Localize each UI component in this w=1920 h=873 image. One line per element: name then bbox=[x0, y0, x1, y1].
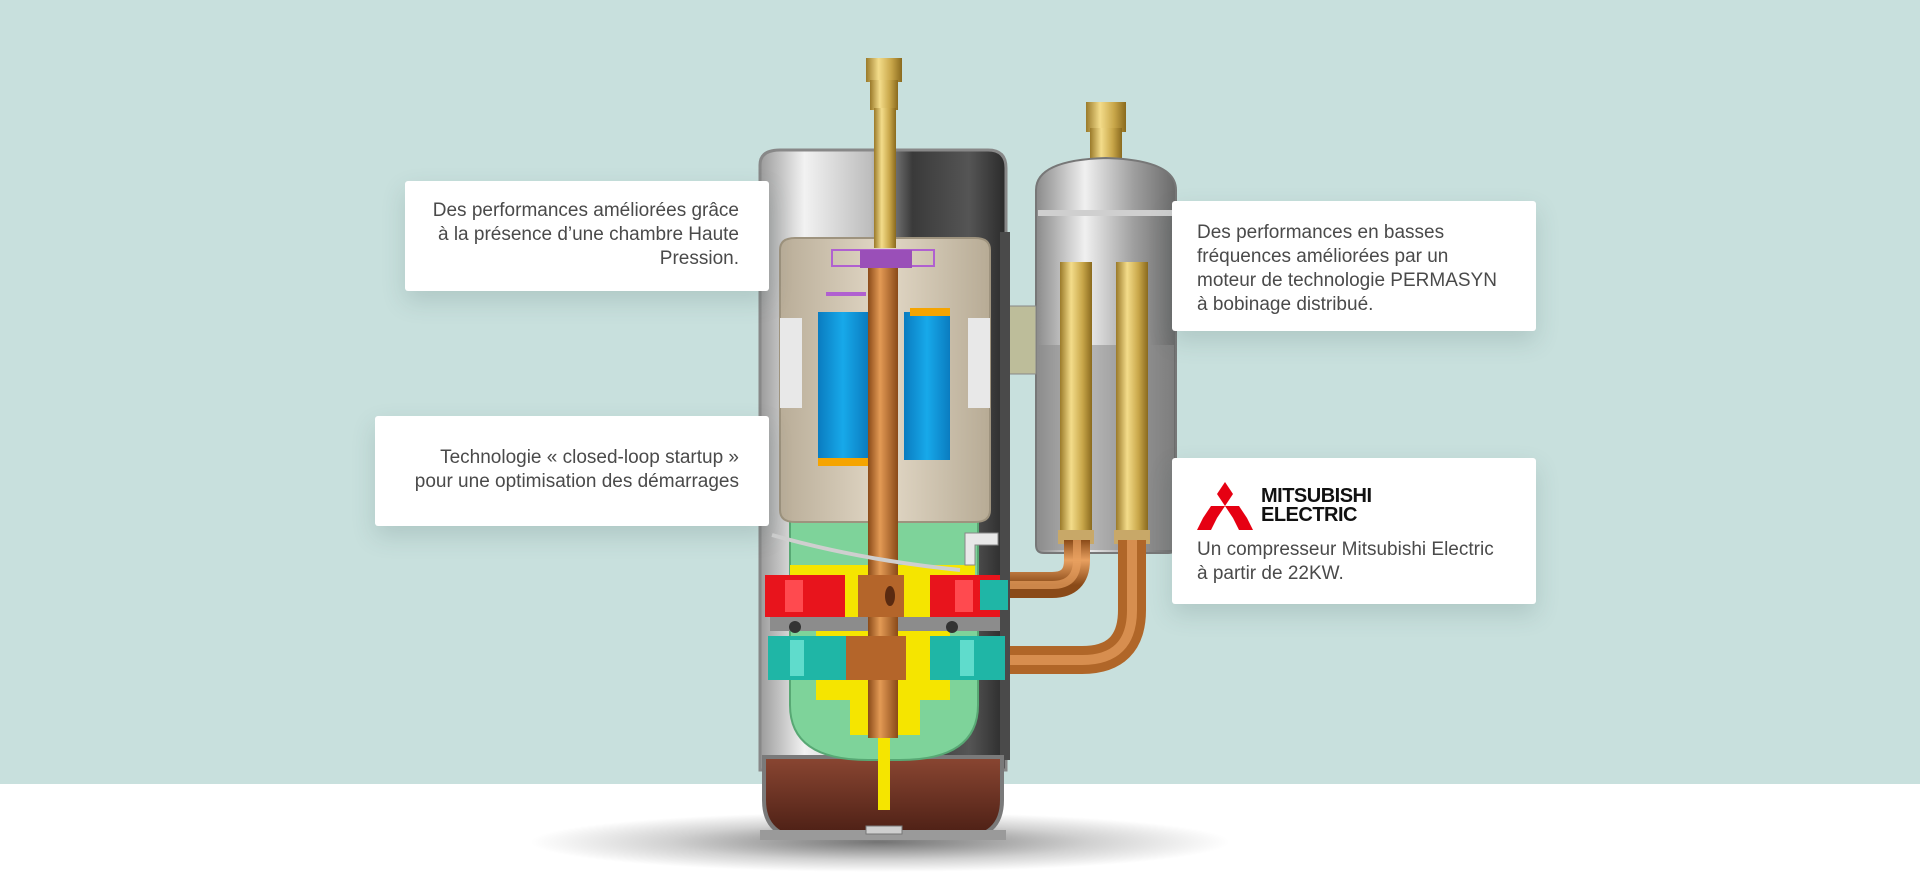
callout-closed-loop-startup: Technologie « closed-loop startup » pour… bbox=[375, 416, 769, 526]
three-diamonds-icon bbox=[1197, 482, 1253, 530]
rotor-cap bbox=[826, 249, 935, 296]
callout-high-pressure: Des performances améliorées grâce à la p… bbox=[405, 181, 769, 291]
mitsubishi-electric-logo: MITSUBISHI ELECTRIC bbox=[1197, 478, 1512, 534]
suction-pipes bbox=[1005, 540, 1146, 674]
ground-shadow bbox=[530, 812, 1230, 872]
stator bbox=[818, 308, 950, 466]
logo-line-2: ELECTRIC bbox=[1261, 504, 1357, 526]
callout-motor-text: Des performances en basses fréquences am… bbox=[1197, 222, 1497, 315]
scroll-teal bbox=[768, 636, 1005, 680]
baffle bbox=[771, 533, 961, 572]
accumulator bbox=[1035, 102, 1177, 554]
callout-mitsubishi: MITSUBISHI ELECTRIC Un compresseur Mitsu… bbox=[1172, 458, 1536, 604]
oil-pickup bbox=[878, 738, 890, 810]
discharge-pipe bbox=[866, 58, 902, 248]
shell-foot bbox=[760, 830, 1006, 840]
callout-high-pressure-text: Des performances améliorées grâce à la p… bbox=[432, 200, 739, 269]
logo-line-1: MITSUBISHI bbox=[1261, 485, 1372, 507]
callout-permasyn-motor: Des performances en basses fréquences am… bbox=[1172, 201, 1536, 331]
scroll-red bbox=[765, 575, 1008, 617]
logo-wordmark: MITSUBISHI ELECTRIC bbox=[1261, 485, 1372, 526]
callout-brand-caption: Un compresseur Mitsubishi Electric à par… bbox=[1197, 539, 1494, 584]
callout-startup-text: Technologie « closed-loop startup » pour… bbox=[414, 447, 739, 492]
